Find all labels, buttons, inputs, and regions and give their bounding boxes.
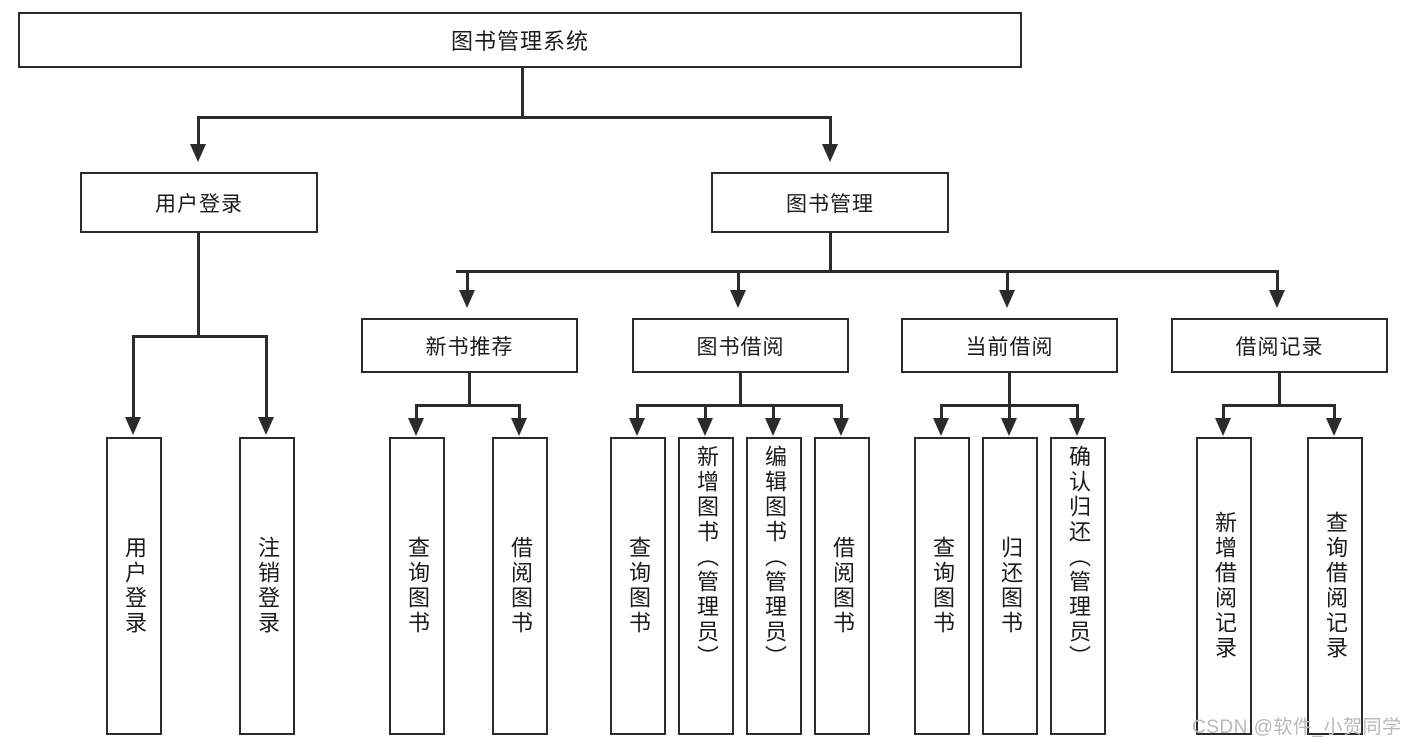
leaf-new-book-query[interactable]: 查询图书	[389, 437, 445, 735]
leaf-book-borrow-add[interactable]: 新增图书（管理员）	[678, 437, 734, 735]
connector-bookborrow-to-leaf-2	[704, 404, 707, 420]
leaf-book-borrow-query[interactable]: 查询图书	[610, 437, 666, 735]
arrow-user-login-to-leaf-1	[125, 417, 141, 435]
leaf-current-borrow-return[interactable]: 归还图书	[982, 437, 1038, 735]
arrow-bookborrow-to-leaf-2	[697, 418, 713, 436]
connector-currentborrow-to-leaf-2	[1008, 404, 1011, 420]
connector-user-login-to-leaf-1	[132, 335, 135, 419]
connector-root-bar	[197, 116, 832, 119]
node-label: 图书管理系统	[450, 29, 589, 54]
leaf-user-login-logout[interactable]: 注销登录	[239, 437, 295, 735]
connector-user-login-stem	[197, 233, 200, 335]
arrow-bm-to-new-book	[459, 290, 475, 308]
arrow-newbook-to-leaf-1	[408, 418, 424, 436]
leaf-book-borrow-edit[interactable]: 编辑图书（管理员）	[746, 437, 802, 735]
arrow-root-to-user-login	[190, 144, 206, 162]
connector-newbook-to-leaf-1	[415, 404, 418, 420]
node-new-book-recommend[interactable]: 新书推荐	[361, 318, 578, 373]
arrow-bm-to-borrow-record	[1269, 290, 1285, 308]
connector-borrow-record-stem	[1278, 373, 1281, 404]
node-label: 当前借阅	[965, 335, 1054, 359]
arrow-root-to-book-management	[822, 144, 838, 162]
arrow-bookborrow-to-leaf-1	[629, 418, 645, 436]
node-label: 图书借阅	[696, 335, 785, 359]
node-label: 新增借阅记录	[1212, 511, 1237, 661]
connector-root-to-book-management	[829, 116, 832, 146]
connector-user-login-bar	[132, 335, 267, 338]
connector-book-borrow-bar	[636, 404, 842, 407]
node-label: 图书管理	[786, 192, 874, 216]
node-label: 用户登录	[155, 192, 243, 216]
connector-bookborrow-to-leaf-4	[840, 404, 843, 420]
connector-root-to-user-login	[197, 116, 200, 146]
arrow-currentborrow-to-leaf-2	[1001, 418, 1017, 436]
node-borrow-record[interactable]: 借阅记录	[1171, 318, 1388, 373]
node-label: 借阅图书	[508, 536, 533, 636]
node-label: 查询图书	[930, 536, 955, 636]
arrow-currentborrow-to-leaf-3	[1069, 418, 1085, 436]
node-user-login[interactable]: 用户登录	[80, 172, 318, 233]
arrow-bookborrow-to-leaf-4	[833, 418, 849, 436]
node-book-borrow[interactable]: 图书借阅	[632, 318, 849, 373]
leaf-current-borrow-query[interactable]: 查询图书	[914, 437, 970, 735]
node-current-borrow[interactable]: 当前借阅	[901, 318, 1118, 373]
csdn-watermark: CSDN @软件_小贺同学	[1192, 717, 1402, 738]
connector-bm-to-current-borrow	[1006, 270, 1009, 292]
arrow-bm-to-book-borrow	[730, 290, 746, 308]
leaf-book-borrow-borrow[interactable]: 借阅图书	[814, 437, 870, 735]
leaf-new-book-borrow[interactable]: 借阅图书	[492, 437, 548, 735]
arrow-bm-to-current-borrow	[999, 290, 1015, 308]
node-label: 查询借阅记录	[1323, 511, 1348, 661]
connector-new-book-bar	[415, 404, 521, 407]
arrow-bookborrow-to-leaf-3	[765, 418, 781, 436]
connector-bm-to-borrow-record	[1276, 270, 1279, 292]
connector-bookborrow-to-leaf-1	[636, 404, 639, 420]
leaf-borrow-record-add[interactable]: 新增借阅记录	[1196, 437, 1252, 735]
node-label: 编辑图书（管理员）	[762, 445, 787, 670]
arrow-borrowrecord-to-leaf-2	[1326, 418, 1342, 436]
connector-borrow-record-bar	[1222, 404, 1336, 407]
node-book-management[interactable]: 图书管理	[711, 172, 949, 233]
leaf-current-borrow-confirm-return[interactable]: 确认归还（管理员）	[1050, 437, 1106, 735]
node-label: 用户登录	[122, 536, 147, 636]
node-label: 新书推荐	[425, 335, 514, 359]
connector-root-stem	[521, 68, 524, 116]
node-label: 确认归还（管理员）	[1066, 445, 1091, 670]
arrow-borrowrecord-to-leaf-1	[1215, 418, 1231, 436]
node-label: 查询图书	[405, 536, 430, 636]
node-root-book-management-system[interactable]: 图书管理系统	[18, 12, 1022, 68]
connector-borrowrecord-to-leaf-1	[1222, 404, 1225, 420]
connector-current-borrow-stem	[1008, 373, 1011, 404]
connector-new-book-stem	[468, 373, 471, 404]
connector-book-management-stem	[829, 233, 832, 270]
connector-bm-to-new-book	[466, 270, 469, 292]
node-label: 查询图书	[626, 536, 651, 636]
connector-user-login-to-leaf-2	[265, 335, 268, 419]
connector-bm-to-book-borrow	[737, 270, 740, 292]
leaf-borrow-record-query[interactable]: 查询借阅记录	[1307, 437, 1363, 735]
arrow-newbook-to-leaf-2	[511, 418, 527, 436]
connector-currentborrow-to-leaf-1	[940, 404, 943, 420]
leaf-user-login-login[interactable]: 用户登录	[106, 437, 162, 735]
node-label: 归还图书	[998, 536, 1023, 636]
arrow-user-login-to-leaf-2	[258, 417, 274, 435]
node-label: 借阅记录	[1235, 335, 1324, 359]
node-label: 借阅图书	[830, 536, 855, 636]
connector-newbook-to-leaf-2	[518, 404, 521, 420]
node-label: 注销登录	[255, 536, 280, 636]
connector-currentborrow-to-leaf-3	[1076, 404, 1079, 420]
connector-borrowrecord-to-leaf-2	[1333, 404, 1336, 420]
node-label: 新增图书（管理员）	[694, 445, 719, 670]
arrow-currentborrow-to-leaf-1	[933, 418, 949, 436]
connector-bookborrow-to-leaf-3	[772, 404, 775, 420]
connector-book-borrow-stem	[739, 373, 742, 404]
connector-book-management-bar	[456, 270, 1279, 273]
